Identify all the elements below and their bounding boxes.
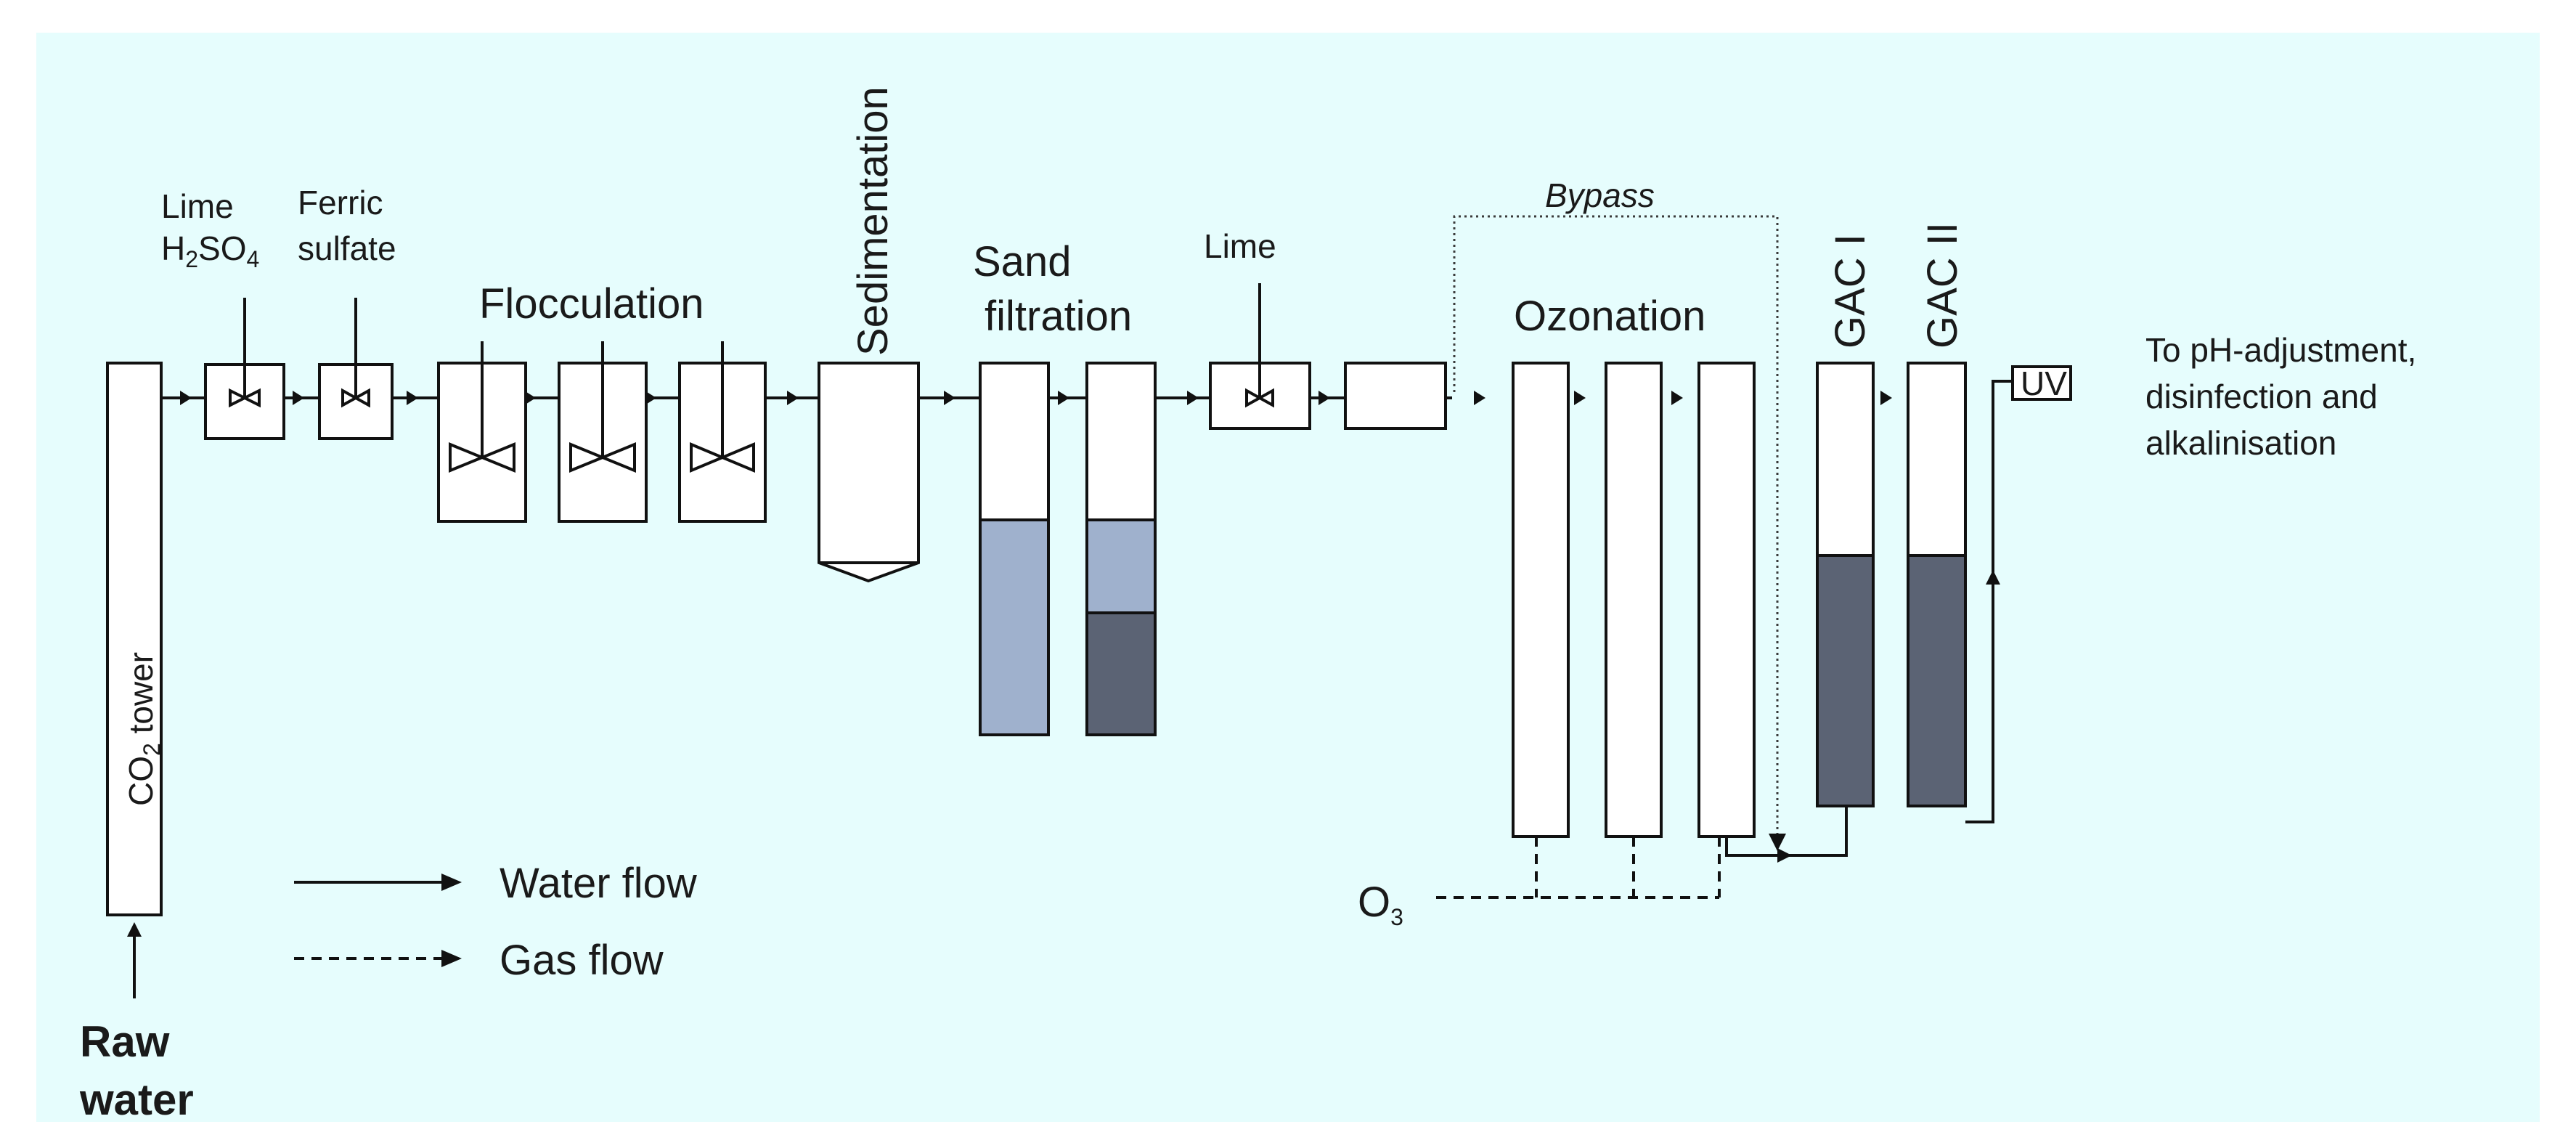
- gac-1-label: GAC I: [1827, 234, 1874, 349]
- output-label-line2: disinfection and: [2145, 378, 2378, 415]
- legend: Water flow Gas flow: [294, 860, 698, 984]
- sedimentation-tank: [818, 362, 920, 583]
- sedimentation-label: Sedimentation: [849, 86, 897, 356]
- output-label-line1: To pH-adjustment,: [2145, 331, 2416, 369]
- raw-water-arrowhead: [127, 922, 142, 937]
- ozonation-column-3: [1697, 362, 1756, 838]
- output-label-line3: alkalinisation: [2145, 424, 2336, 462]
- ozonation-column-1: [1512, 362, 1570, 838]
- intermediate-tank: [1344, 362, 1447, 430]
- outlet-arrowhead: [1777, 848, 1792, 863]
- legend-water-flow-arrowhead: [441, 874, 462, 891]
- sand-filter-2-dark-layer: [1085, 611, 1157, 736]
- ozone-gas-lines: [1436, 836, 1721, 899]
- uv-label: UV: [2021, 365, 2067, 402]
- mixer-icon: [449, 442, 515, 473]
- bypass-line: [1453, 215, 1779, 835]
- sand-filter-1-media: [979, 518, 1050, 736]
- o3-label: O3: [1358, 879, 1403, 930]
- diagram-background: [36, 33, 2540, 1122]
- h2so4-label: H2SO4: [161, 229, 259, 272]
- lime-label: Lime: [161, 187, 234, 225]
- mixer-icon: [690, 441, 755, 473]
- legend-gas-flow-arrowhead: [441, 950, 462, 967]
- bypass-label: Bypass: [1545, 176, 1655, 214]
- mixer-icon: [341, 388, 370, 408]
- ozonation-column-2: [1605, 362, 1663, 838]
- gac-filter-1-media: [1816, 554, 1875, 807]
- ozonation-label: Ozonation: [1514, 293, 1705, 340]
- gac-outlet-pipe: [1965, 380, 2013, 823]
- co2-tower-label: CO2 tower: [122, 652, 165, 806]
- mixer-icon: [1245, 388, 1274, 408]
- raw-water-label-line2: water: [79, 1075, 194, 1124]
- legend-gas-flow-label: Gas flow: [500, 937, 664, 984]
- legend-water-flow-label: Water flow: [500, 860, 698, 907]
- raw-water-label-line1: Raw: [80, 1017, 170, 1066]
- sand-filter-2-sand-layer: [1085, 518, 1157, 614]
- sand-label: Sand: [973, 238, 1071, 285]
- gac-2-label: GAC II: [1919, 222, 1966, 349]
- co2-tower: [106, 362, 163, 916]
- bypass-arrowhead: [1769, 834, 1786, 851]
- lime-2-label: Lime: [1204, 227, 1276, 265]
- ferric-label: Ferric: [298, 184, 383, 221]
- mixer-icon: [229, 388, 261, 408]
- gac-filter-2-media: [1907, 554, 1967, 807]
- sulfate-label: sulfate: [298, 229, 396, 267]
- uv-unit: [2011, 365, 2072, 401]
- mixer-icon: [569, 442, 636, 473]
- flocculation-label: Flocculation: [479, 280, 704, 327]
- gac-outlet-arrowhead: [1986, 570, 2000, 585]
- filtration-label: filtration: [985, 293, 1132, 340]
